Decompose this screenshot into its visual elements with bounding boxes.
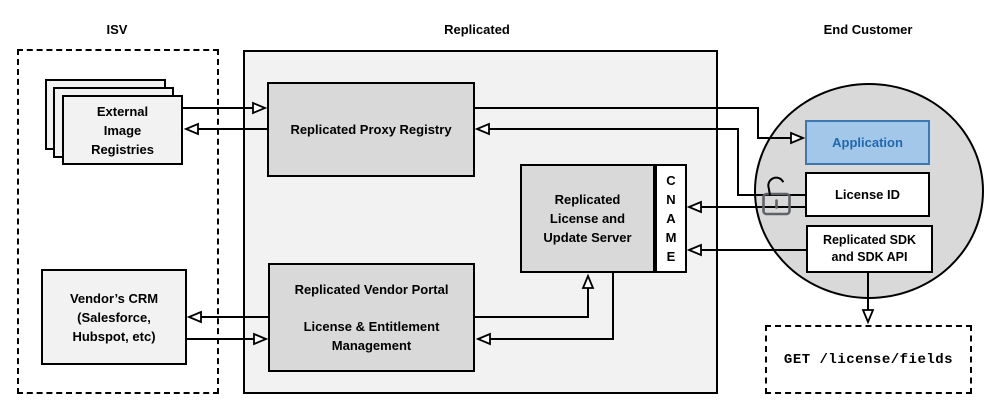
application-node: Application	[805, 120, 930, 165]
external-image-registries-node: External Image Registries	[62, 95, 183, 165]
registries-label-line: Registries	[91, 141, 154, 157]
proxy-registry-label: Replicated Proxy Registry	[290, 122, 452, 137]
arrowhead-into-api-request	[861, 309, 875, 325]
api-request-label: GET /license/fields	[783, 351, 954, 368]
license-id-label: License ID	[834, 187, 901, 202]
sdk-label-line: and SDK API	[831, 250, 908, 264]
license-id-node: License ID	[805, 172, 930, 217]
end-customer-lane-header: End Customer	[823, 22, 913, 37]
crm-label-line: Vendor’s CRM	[69, 290, 159, 306]
cname-letter: N	[666, 192, 676, 207]
sdk-label-line: Replicated SDK	[822, 233, 917, 247]
cname-letter: C	[666, 173, 676, 188]
isv-lane-header: ISV	[106, 22, 128, 37]
server-label-line: Update Server	[543, 230, 632, 245]
registries-label-line: External	[96, 103, 149, 119]
server-label-line: License and	[549, 211, 626, 226]
crm-label-line: (Salesforce,	[77, 309, 151, 325]
proxy-registry-node: Replicated Proxy Registry	[267, 82, 475, 177]
server-label-line: Replicated	[554, 192, 621, 207]
vendor-crm-node: Vendor’s CRM (Salesforce, Hubspot, etc)	[41, 269, 187, 365]
replicated-lane-header: Replicated	[444, 22, 510, 37]
vendor-portal-node: Replicated Vendor Portal License & Entit…	[268, 263, 475, 372]
replicated-sdk-node: Replicated SDK and SDK API	[806, 225, 933, 273]
isv-container	[17, 49, 219, 394]
vendor-portal-subtitle-line: Management	[331, 338, 412, 353]
cname-letter: A	[666, 211, 676, 226]
vendor-portal-subtitle-line: License & Entitlement	[303, 319, 440, 334]
cname-letter: M	[665, 230, 677, 245]
registries-label-line: Image	[103, 122, 142, 138]
crm-label-line: Hubspot, etc)	[72, 328, 156, 344]
license-update-server-node: Replicated License and Update Server	[520, 164, 655, 273]
api-request-box: GET /license/fields	[765, 325, 972, 394]
vendor-portal-title: Replicated Vendor Portal	[294, 282, 449, 297]
application-label: Application	[832, 135, 903, 150]
cname-letter: E	[666, 249, 676, 264]
cname-strip: C N A M E	[655, 164, 687, 273]
